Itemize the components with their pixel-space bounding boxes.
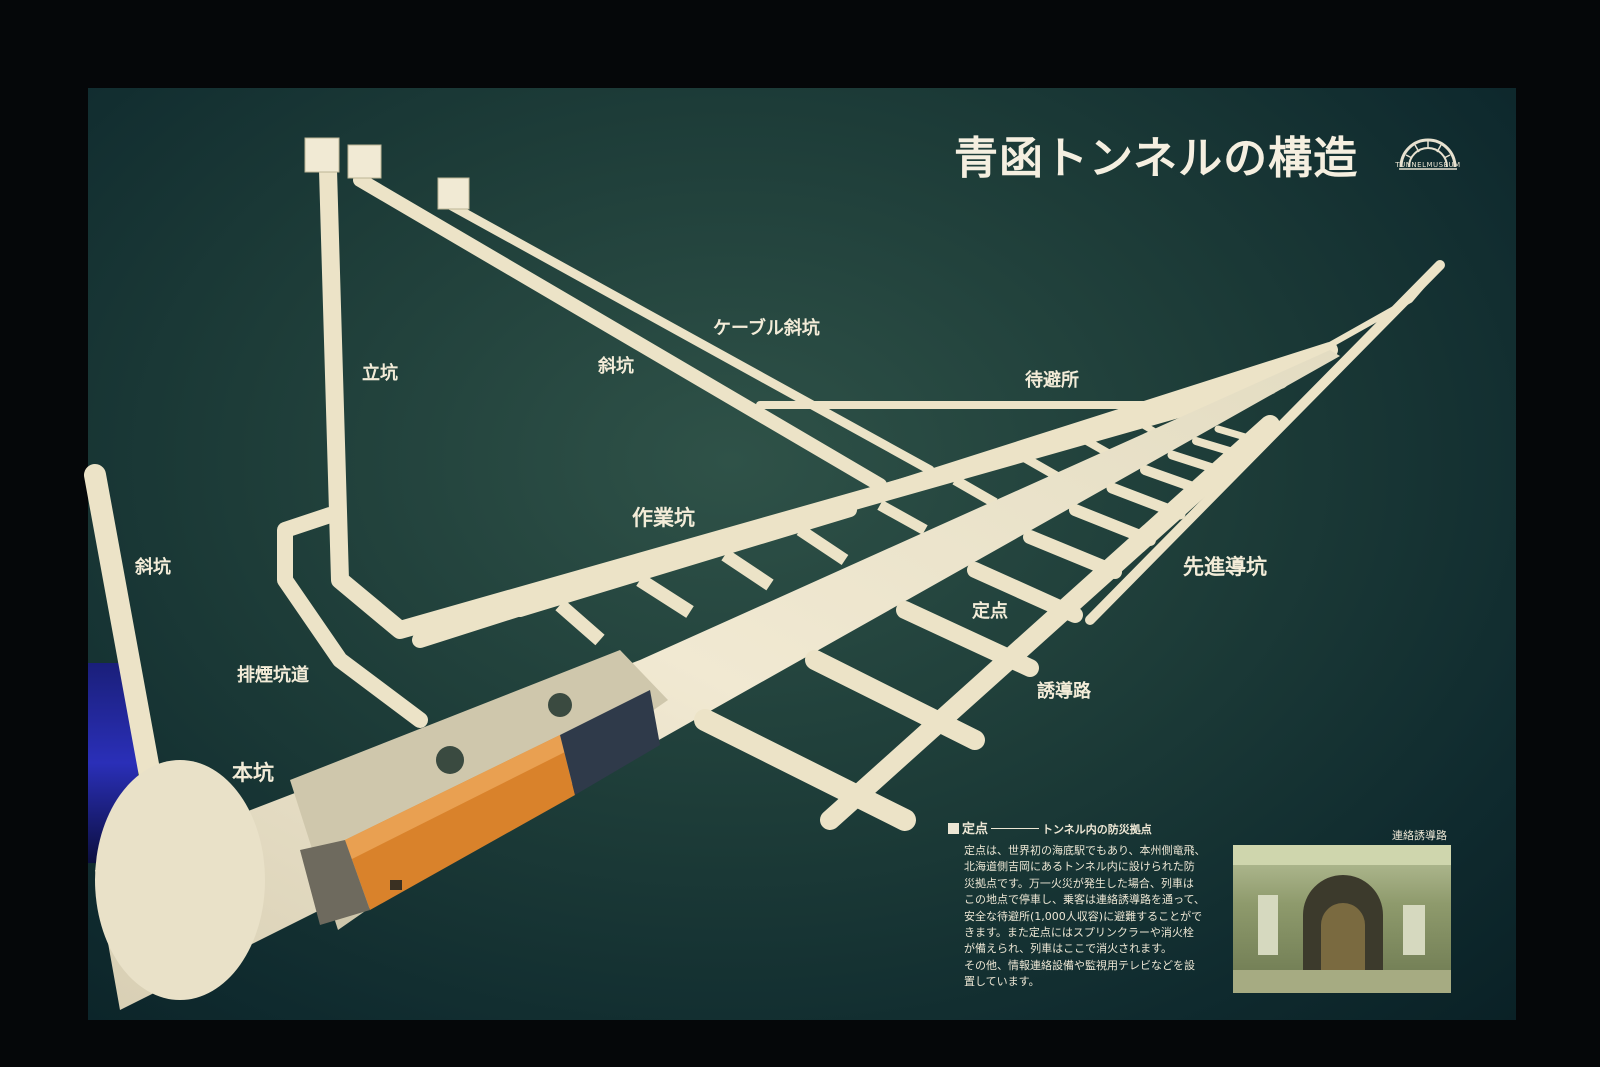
cable-incline-shaft [445, 200, 935, 475]
info-heading: 定点 トンネル内の防災拠点 [948, 818, 1233, 837]
smoke-exhaust-tunnel [277, 507, 428, 728]
label-vertical-shaft: 立坑 [362, 362, 398, 384]
train [300, 690, 660, 925]
info-subheading: トンネル内の防災拠点 [1042, 823, 1152, 836]
passenger-car [560, 690, 660, 795]
incline-shaft-head [347, 144, 382, 179]
label-left-incline-shaft: 斜坑 [134, 556, 171, 578]
label-main-tunnel: 本坑 [232, 761, 274, 785]
vertical-shaft-head [304, 137, 340, 173]
info-heading-title: 定点 [962, 822, 989, 837]
cable-shaft-head [437, 177, 470, 210]
label-pilot-tunnel: 先進導坑 [1183, 555, 1267, 579]
label-smoke-exhaust: 排煙坑道 [237, 664, 309, 686]
photo-caption: 連絡誘導路 [1392, 829, 1447, 842]
label-incline-shaft: 斜坑 [597, 355, 634, 377]
logo-text: TUNNELMUSEUM [1395, 161, 1461, 169]
page-title: 青函トンネルの構造 [954, 133, 1359, 184]
guide-path-rungs [694, 425, 1266, 831]
label-work-tunnel: 作業坑 [632, 506, 695, 530]
info-body: 定点は、世界初の海底駅でもあり、本州側竜飛、 北海道側吉岡にあるトンネル内に設け… [964, 844, 1206, 989]
label-cable-incline-shaft: ケーブル斜坑 [713, 317, 820, 339]
locomotive [345, 735, 575, 910]
main-tunnel-portal [95, 760, 265, 1000]
label-fixed-point: 定点 [972, 600, 1008, 622]
incline-shaft [353, 173, 887, 492]
label-refuge: 待避所 [1025, 369, 1079, 391]
work-tunnel-rungs [555, 381, 1277, 646]
tunnel-photo-illustration [1233, 845, 1451, 993]
square-bullet-icon [948, 823, 959, 834]
tunnel-arch-icon [1399, 138, 1457, 170]
info-box: 定点 トンネル内の防災拠点 定点は、世界初の海底駅でもあり、本州側竜飛、 北海道側… [948, 818, 1233, 991]
heading-rule [991, 828, 1040, 829]
shafts [84, 161, 1445, 841]
pilot-tunnel-end [1327, 262, 1443, 348]
work-tunnel-rail-b [513, 503, 857, 617]
guide-path-photo [1233, 845, 1451, 993]
labels: 立坑 斜坑 ケーブル斜坑 待避所 作業坑 斜坑 排煙坑道 本坑 先進導坑 定点 … [134, 317, 1267, 785]
label-guide-path: 誘導路 [1037, 680, 1092, 702]
shaft-heads [304, 137, 470, 210]
